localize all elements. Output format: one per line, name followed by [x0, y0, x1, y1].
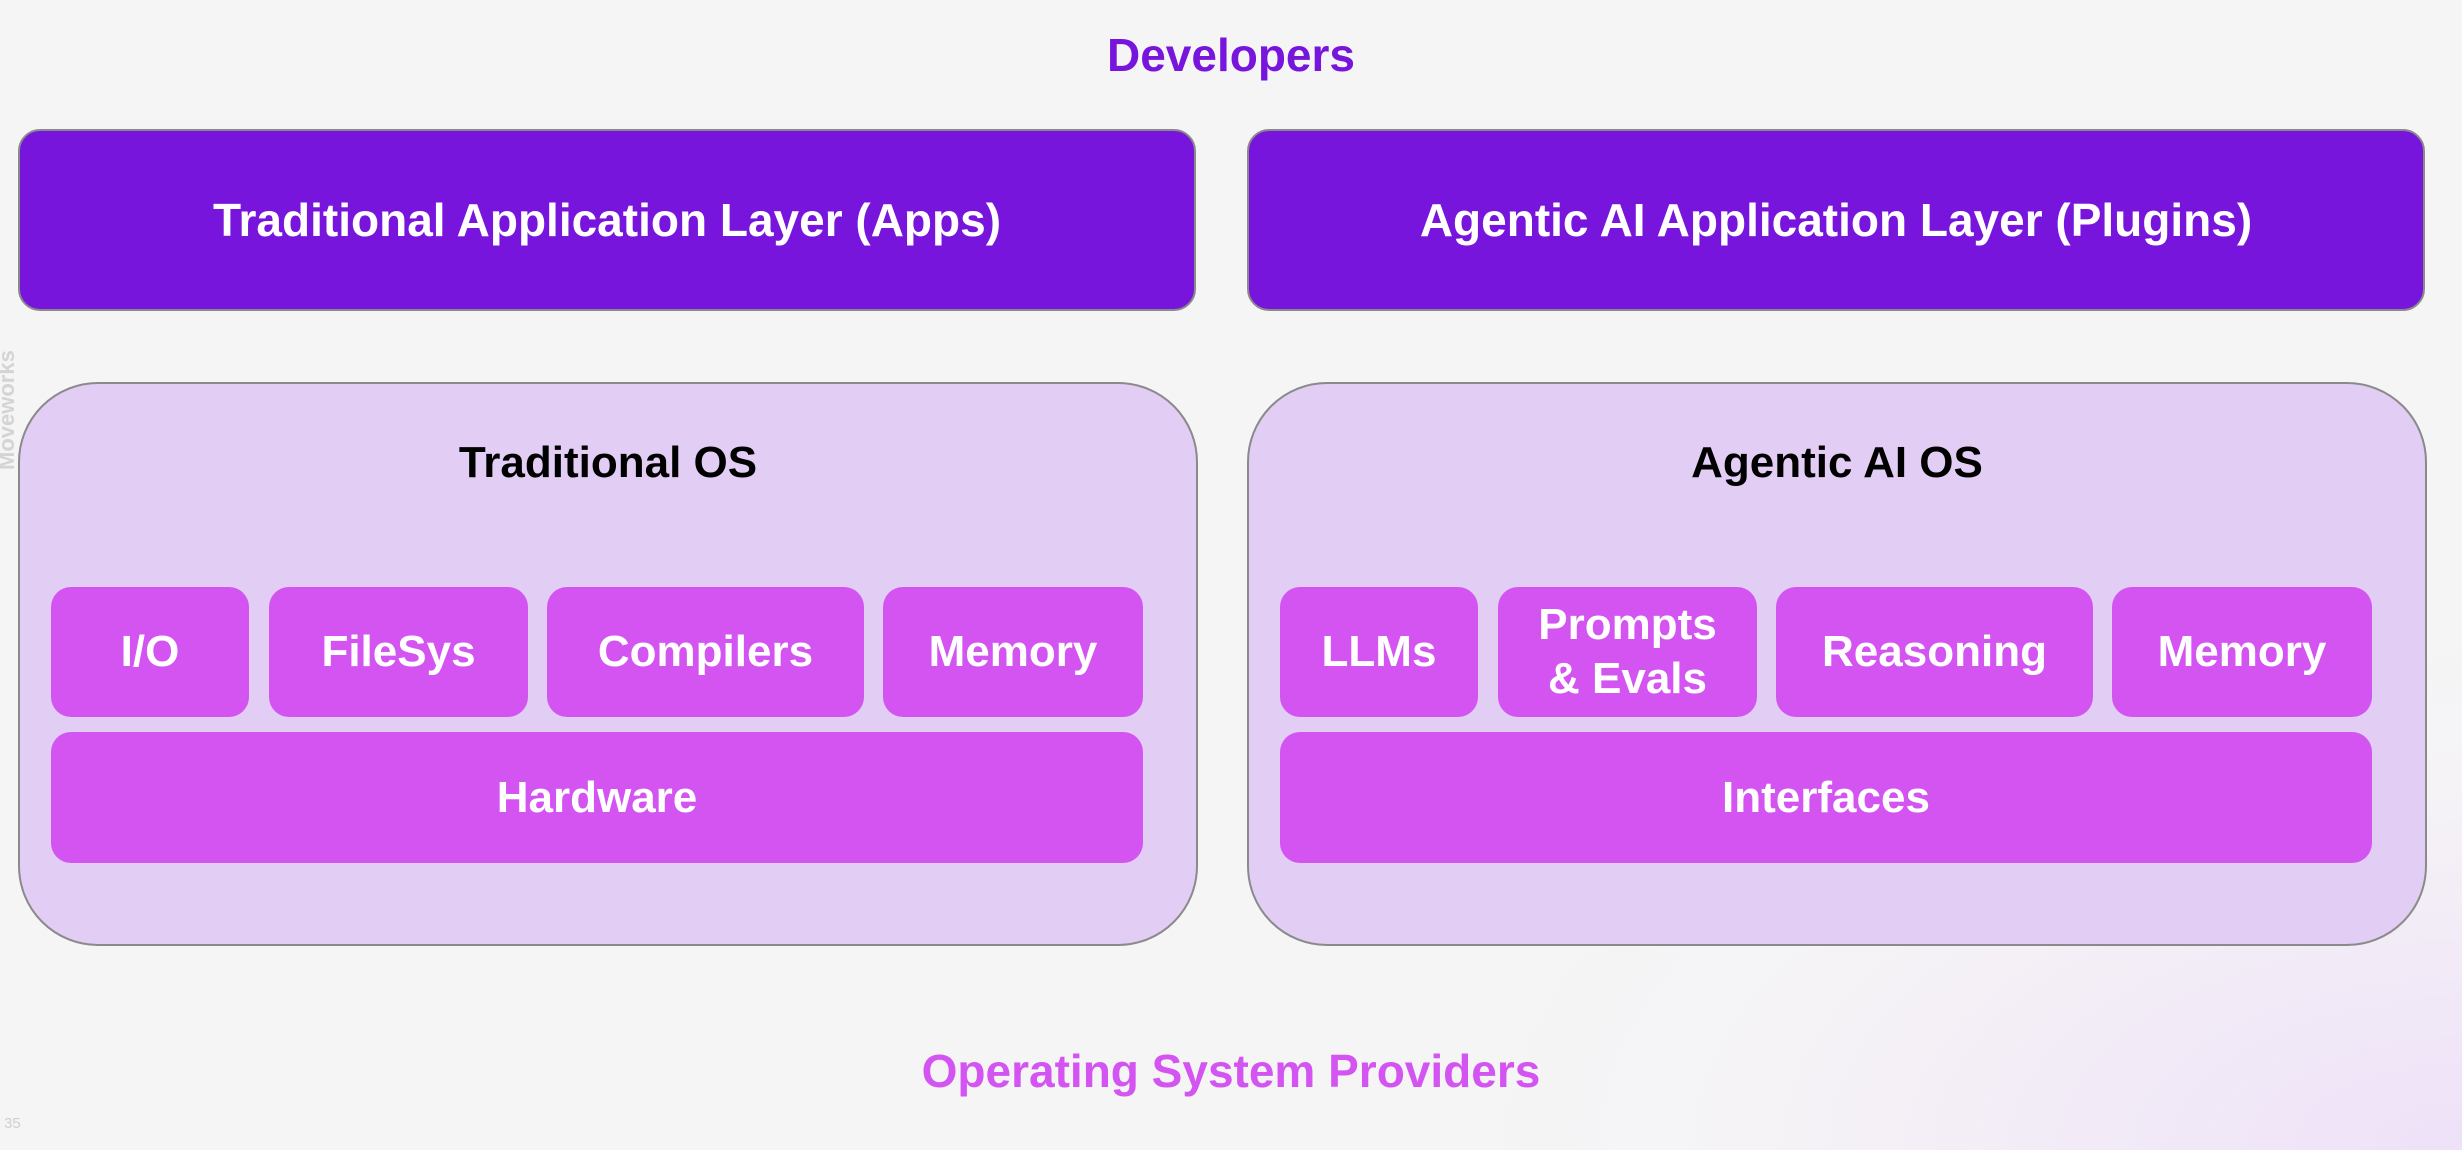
prompts-evals-block: Prompts & Evals — [1498, 587, 1757, 717]
filesys-block: FileSys — [269, 587, 528, 717]
llms-block: LLMs — [1280, 587, 1478, 717]
traditional-app-layer: Traditional Application Layer (Apps) — [18, 129, 1196, 311]
reasoning-block: Reasoning — [1776, 587, 2093, 717]
os-providers-label: Operating System Providers — [921, 1045, 1541, 1097]
hardware-block: Hardware — [51, 732, 1143, 863]
developers-label: Developers — [1106, 29, 1355, 81]
memory-block-agentic: Memory — [2112, 587, 2372, 717]
agentic-os-title: Agentic AI OS — [1691, 438, 1983, 487]
memory-block-traditional: Memory — [883, 587, 1143, 717]
agentic-app-layer: Agentic AI Application Layer (Plugins) — [1247, 129, 2425, 311]
io-block: I/O — [51, 587, 249, 717]
traditional-os-title: Traditional OS — [458, 438, 758, 487]
interfaces-block: Interfaces — [1280, 732, 2372, 863]
page-number: 35 — [4, 1115, 21, 1132]
moveworks-watermark: Moveworks — [0, 350, 19, 470]
compilers-block: Compilers — [547, 587, 864, 717]
